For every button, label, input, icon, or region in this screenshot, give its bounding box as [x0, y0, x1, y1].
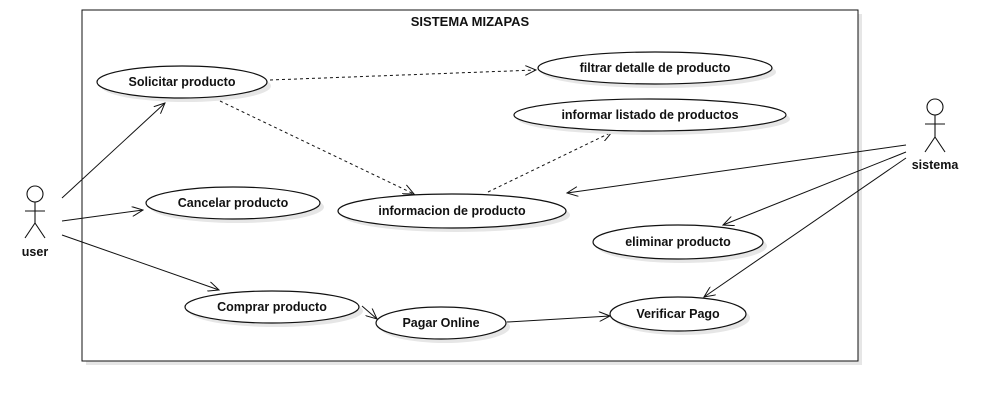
- use-case-label: eliminar producto: [625, 235, 731, 249]
- use-case-label: Solicitar producto: [129, 75, 236, 89]
- use-case-label: informar listado de productos: [561, 108, 738, 122]
- use-case-label: Cancelar producto: [178, 196, 289, 210]
- use-case-comprar-producto[interactable]: Comprar producto: [184, 290, 363, 327]
- use-case-label: filtrar detalle de producto: [580, 61, 731, 75]
- edge-comprar-pagar: [361, 305, 377, 319]
- use-case-label: informacion de producto: [378, 204, 526, 218]
- use-case-eliminar-producto[interactable]: eliminar producto: [592, 224, 767, 263]
- actor-sistema[interactable]: sistema: [912, 98, 960, 172]
- edge-pagar-verificar: [506, 316, 610, 323]
- use-case-cancelar-producto[interactable]: Cancelar producto: [145, 186, 324, 223]
- actor-label: user: [22, 245, 49, 259]
- edge-sistema-informacion: [567, 144, 907, 193]
- stick-figure-icon: [24, 185, 46, 239]
- edge-solicitar-filtrar: [269, 70, 536, 81]
- use-case-verificar-pago[interactable]: Verificar Pago: [609, 296, 750, 335]
- use-case-label: Pagar Online: [402, 316, 479, 330]
- edge-sistema-eliminar: [723, 151, 907, 225]
- edge-informacion-listado: [487, 132, 612, 193]
- edge-user-comprar: [61, 234, 219, 290]
- edge-sistema-verificar: [704, 157, 907, 297]
- edge-user-solicitar: [61, 103, 165, 199]
- use-case-pagar-online[interactable]: Pagar Online: [375, 306, 510, 343]
- relationships: [61, 70, 907, 323]
- actor-user[interactable]: user: [22, 185, 49, 259]
- use-case-solicitar-producto[interactable]: Solicitar producto: [96, 65, 271, 102]
- use-case-label: Verificar Pago: [636, 307, 720, 321]
- use-case-filtrar-detalle[interactable]: filtrar detalle de producto: [537, 51, 776, 88]
- use-case-label: Comprar producto: [217, 300, 327, 314]
- system-title: SISTEMA MIZAPAS: [411, 14, 530, 29]
- stick-figure-icon: [924, 98, 946, 153]
- actor-label: sistema: [912, 158, 960, 172]
- use-case-informar-listado[interactable]: informar listado de productos: [513, 98, 790, 135]
- edge-user-cancelar: [61, 210, 143, 222]
- use-case-informacion-producto[interactable]: informacion de producto: [337, 193, 570, 232]
